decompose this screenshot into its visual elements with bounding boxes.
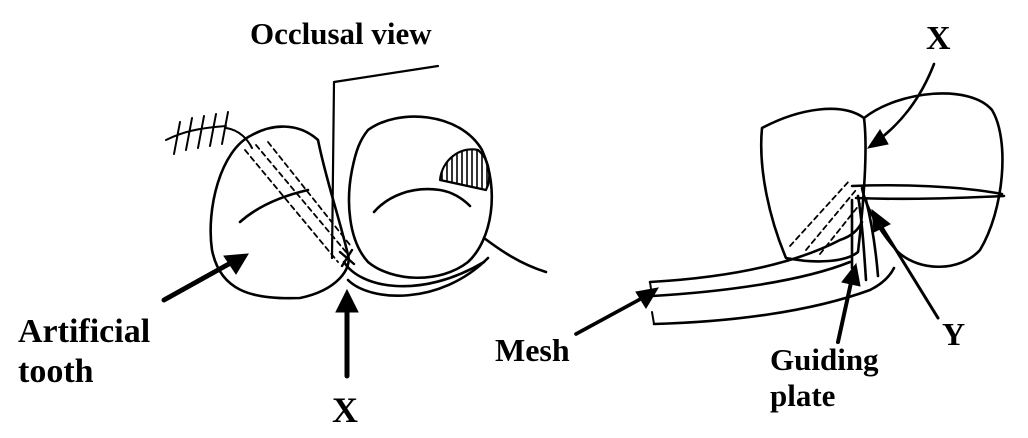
x-right-arrow <box>868 64 934 148</box>
artificial-label-line1: Artificial <box>18 313 151 350</box>
artificial-tooth-outline <box>211 127 349 299</box>
guiding-label-line1: Guiding <box>770 342 879 377</box>
mesh-left-cap <box>650 282 654 324</box>
artificial-tooth-arrow <box>164 254 248 300</box>
natural-tooth-cusp-line-2 <box>856 196 1004 199</box>
guiding-label-line2: plate <box>770 378 836 413</box>
artificial-tooth-outline-right <box>761 109 865 262</box>
occlusal-view-drawing <box>166 66 546 298</box>
mesh-label: Mesh <box>495 332 570 368</box>
scribble-marks <box>166 112 252 154</box>
mesh-upper-line <box>650 222 862 282</box>
natural-tooth-outline-right <box>862 93 1002 266</box>
artificial-tooth-inner-line <box>240 190 308 222</box>
mesh-arrow <box>576 288 658 334</box>
contact-mark <box>340 250 354 266</box>
guiding-plate-line <box>858 196 866 280</box>
x-left-arrow <box>336 290 358 376</box>
guiding-plate-line-2 <box>866 200 878 276</box>
ridge-line-lower <box>348 258 488 296</box>
dashed-line <box>806 190 856 250</box>
palate-line <box>484 238 546 272</box>
y-arrow <box>872 210 938 318</box>
y-label: Y <box>942 316 966 352</box>
guiding-plate-label: Guiding plate <box>770 342 879 414</box>
natural-tooth-cusp-line <box>852 185 1002 194</box>
artificial-tooth-dashed-line <box>256 145 346 252</box>
lateral-view-drawing <box>650 93 1004 324</box>
natural-tooth-inner-line <box>374 189 470 212</box>
ridge-line <box>344 262 484 286</box>
natural-tooth-outline <box>349 117 492 278</box>
artificial-tooth-dashed-line <box>245 150 338 262</box>
x-label-right: X <box>926 20 951 57</box>
artificial-tooth-dashed-line <box>268 142 350 245</box>
occlusal-view-label: Occlusal view <box>250 16 432 51</box>
mesh-upper-line-2 <box>652 262 850 296</box>
occlusal-leader-line <box>332 66 438 258</box>
hatched-restoration <box>440 149 489 190</box>
guiding-plate-arrow <box>838 264 860 342</box>
dashed-line <box>790 180 850 246</box>
mesh-lower-line <box>654 268 894 324</box>
artificial-label-line2: tooth <box>18 353 94 390</box>
artificial-tooth-label: Artificial tooth <box>18 312 150 392</box>
x-label-left: X <box>332 390 358 430</box>
